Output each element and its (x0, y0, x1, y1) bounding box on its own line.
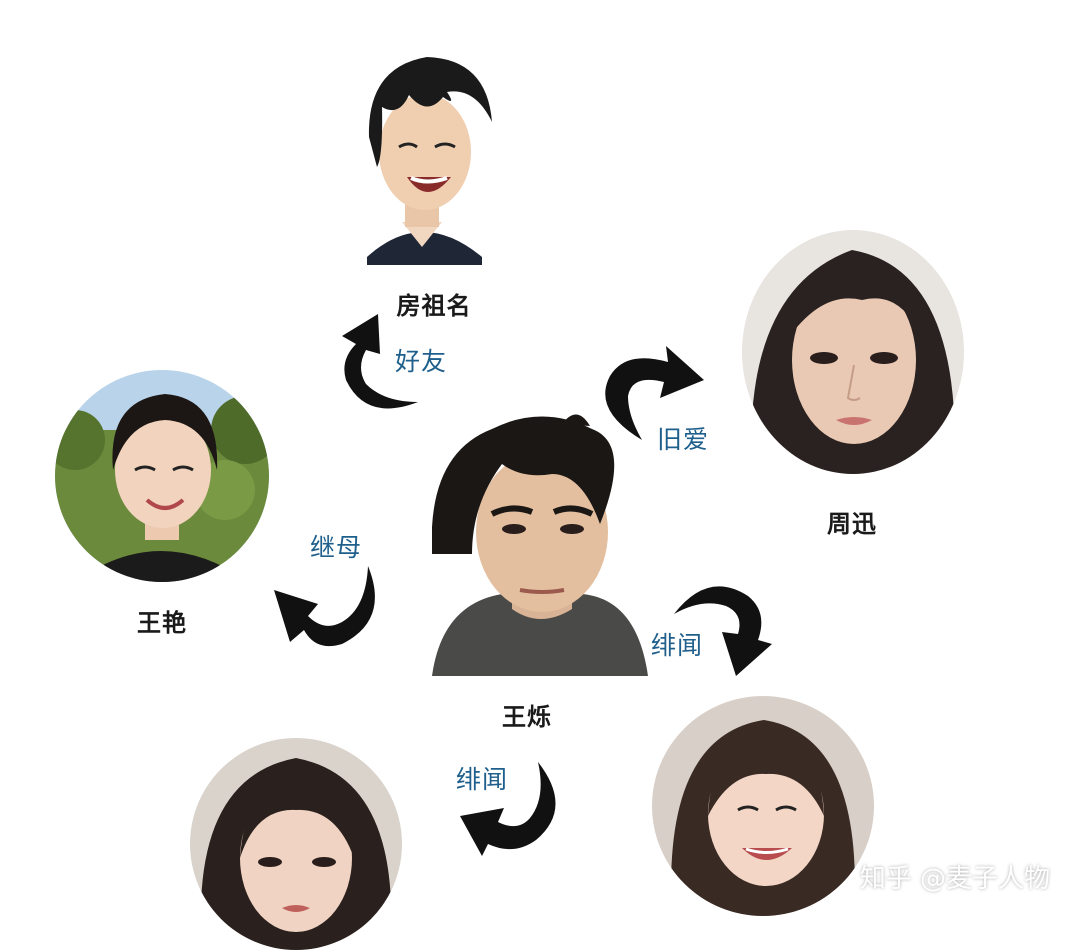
portrait-bottom-left-image (190, 738, 402, 950)
arrow-top-shape (342, 314, 418, 409)
arrow-left (272, 560, 380, 650)
name-right: 周迅 (827, 510, 877, 538)
portrait-center (432, 404, 648, 676)
arrow-right (598, 340, 708, 446)
name-center: 王烁 (502, 703, 552, 731)
arrow-right-shape (605, 346, 704, 440)
portrait-center-image (432, 404, 648, 676)
portrait-bottom-right (652, 696, 874, 916)
portrait-bottom-left (190, 738, 402, 950)
watermark: 知乎 @麦子人物 (859, 864, 1050, 894)
arrow-bottom-right-shape (674, 586, 772, 676)
portrait-top (347, 47, 497, 265)
relation-left: 继母 (309, 533, 363, 562)
portrait-left-image (55, 370, 269, 582)
arrow-top (326, 310, 426, 420)
name-top: 房祖名 (396, 292, 472, 320)
name-left: 王艳 (137, 609, 187, 637)
portrait-top-image (347, 47, 497, 265)
portrait-left (55, 370, 269, 582)
portrait-right (742, 230, 964, 474)
arrow-bottom-left-shape (460, 762, 556, 856)
arrow-bottom-left (458, 758, 566, 856)
relation-bottom-right: 绯闻 (650, 631, 704, 660)
portrait-right-image (742, 230, 964, 474)
arrow-bottom-right (668, 574, 774, 680)
portrait-bottom-right-image (652, 696, 874, 916)
relation-bottom-left: 绯闻 (455, 765, 509, 794)
arrow-left-shape (274, 566, 375, 647)
relation-right: 旧爱 (656, 425, 710, 454)
relation-top: 好友 (394, 347, 448, 376)
